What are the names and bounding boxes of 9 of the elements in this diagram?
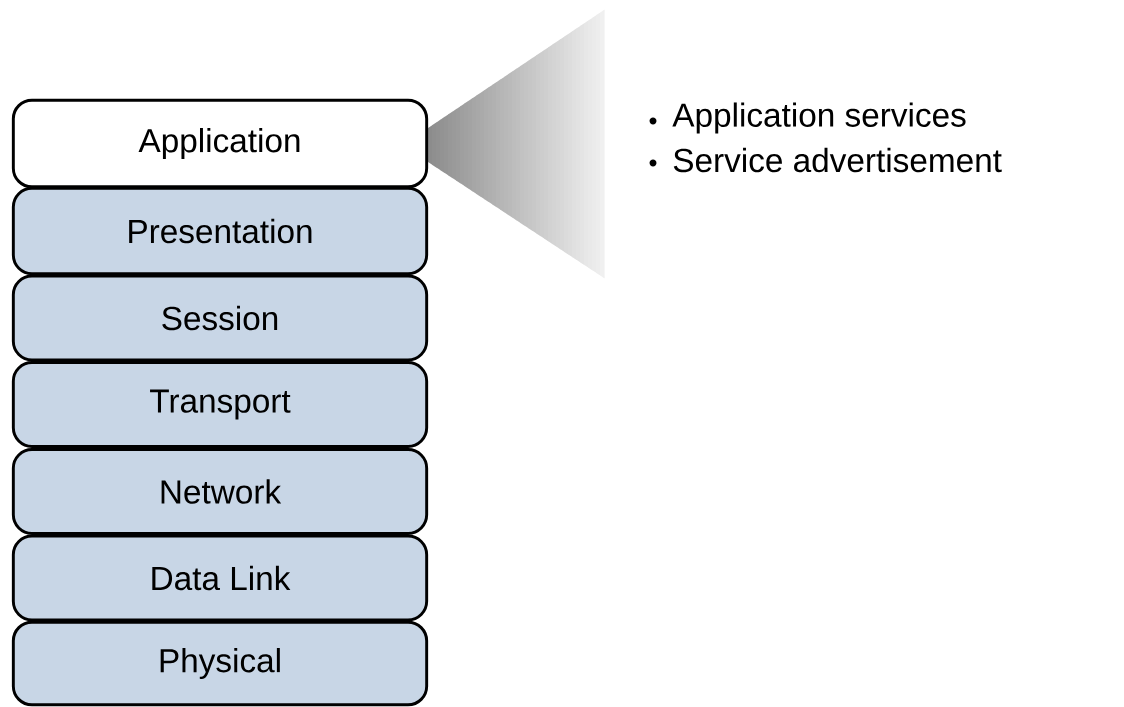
- layer-box: Presentation: [11, 186, 429, 276]
- layer-box: Network: [11, 448, 429, 535]
- bullet-text: Service advertisement: [673, 147, 1002, 173]
- layer-box: Session: [11, 274, 429, 362]
- layer-box: Application: [11, 98, 429, 189]
- layer-box: Physical: [11, 620, 429, 707]
- layer-box: Transport: [11, 361, 429, 448]
- layer-box: Data Link: [11, 534, 429, 622]
- bullet-text: Application services: [672, 102, 966, 134]
